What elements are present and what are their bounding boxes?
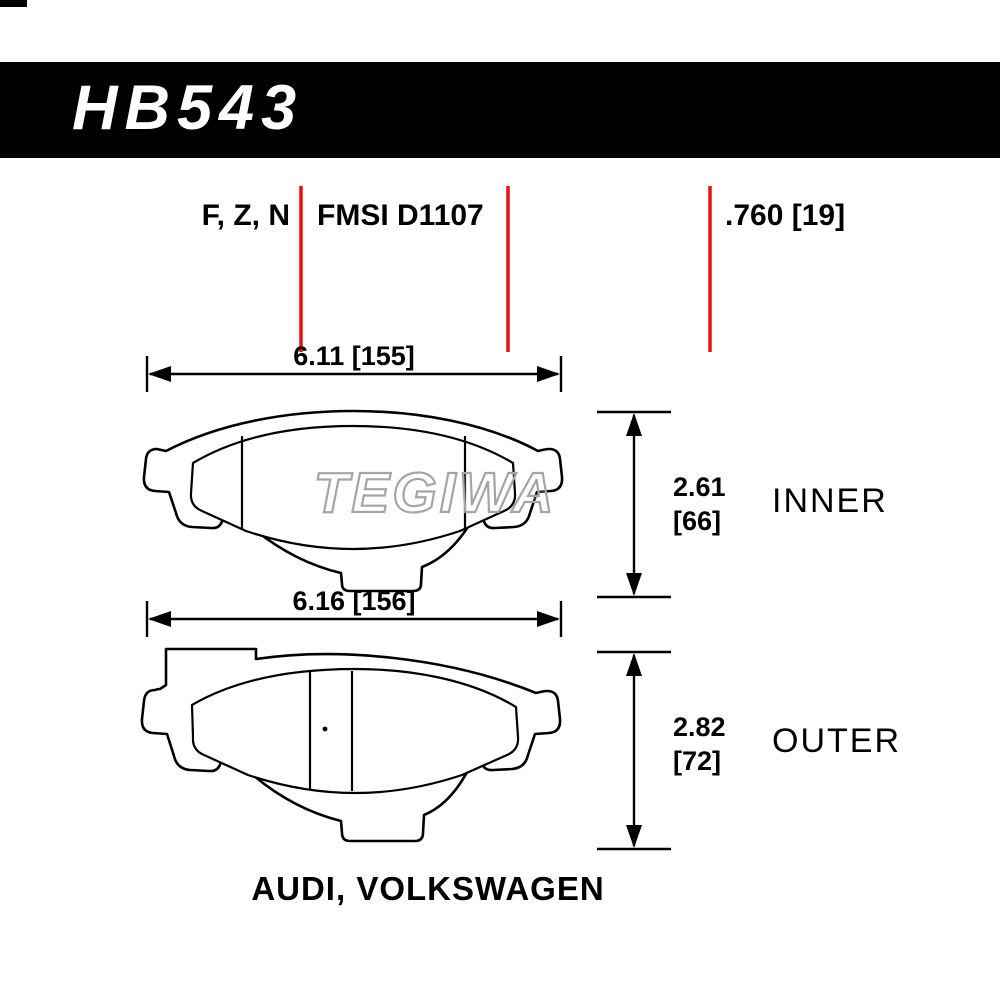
inner-pad-friction-surface [189, 424, 517, 551]
inner-height-inches-text: 2.61 [673, 472, 726, 502]
part-number: HB543 [72, 73, 304, 143]
outer-height-inches-text: 2.82 [673, 712, 726, 742]
arrowhead-up-icon [626, 653, 642, 676]
arrowhead-right-icon [537, 611, 560, 627]
tegiwa-watermark: TEGIWA [312, 460, 557, 526]
arrowhead-down-icon [626, 825, 642, 848]
outer-pad-width-dimension [145, 601, 563, 637]
red-divider-lines [299, 186, 712, 352]
vehicle-applications: AUDI, VOLKSWAGEN [251, 870, 605, 907]
inner-pad-width-dimension [145, 356, 563, 392]
fmsi-number: FMSI D1107 [317, 199, 484, 232]
arrowhead-left-icon [148, 611, 171, 627]
inner-width-dimension-text: 6.11 [155] [293, 341, 415, 371]
outer-pad-label: OUTER [772, 722, 901, 760]
outer-pad-height-dimension [597, 650, 671, 851]
outer-height-mm-text: [72] [673, 746, 722, 776]
arrowhead-left-icon [148, 366, 171, 382]
inner-pad-drawing [142, 409, 564, 593]
outer-width-dimension-text: 6.16 [156] [292, 586, 416, 616]
pad-thickness: .760 [19] [725, 199, 846, 232]
outer-pad-drawing [140, 647, 562, 843]
outer-pad-center-mark [322, 726, 328, 732]
compound-codes: F, Z, N [201, 199, 290, 232]
corner-mark [0, 0, 27, 7]
arrowhead-up-icon [626, 413, 642, 436]
outer-pad-friction-surface [190, 667, 520, 795]
header-band: HB543 [0, 62, 1000, 158]
inner-pad-height-dimension [597, 410, 671, 599]
inner-pad-label: INNER [772, 482, 888, 520]
arrowhead-right-icon [537, 366, 560, 382]
inner-height-mm-text: [66] [673, 506, 722, 536]
arrowhead-down-icon [626, 573, 642, 596]
